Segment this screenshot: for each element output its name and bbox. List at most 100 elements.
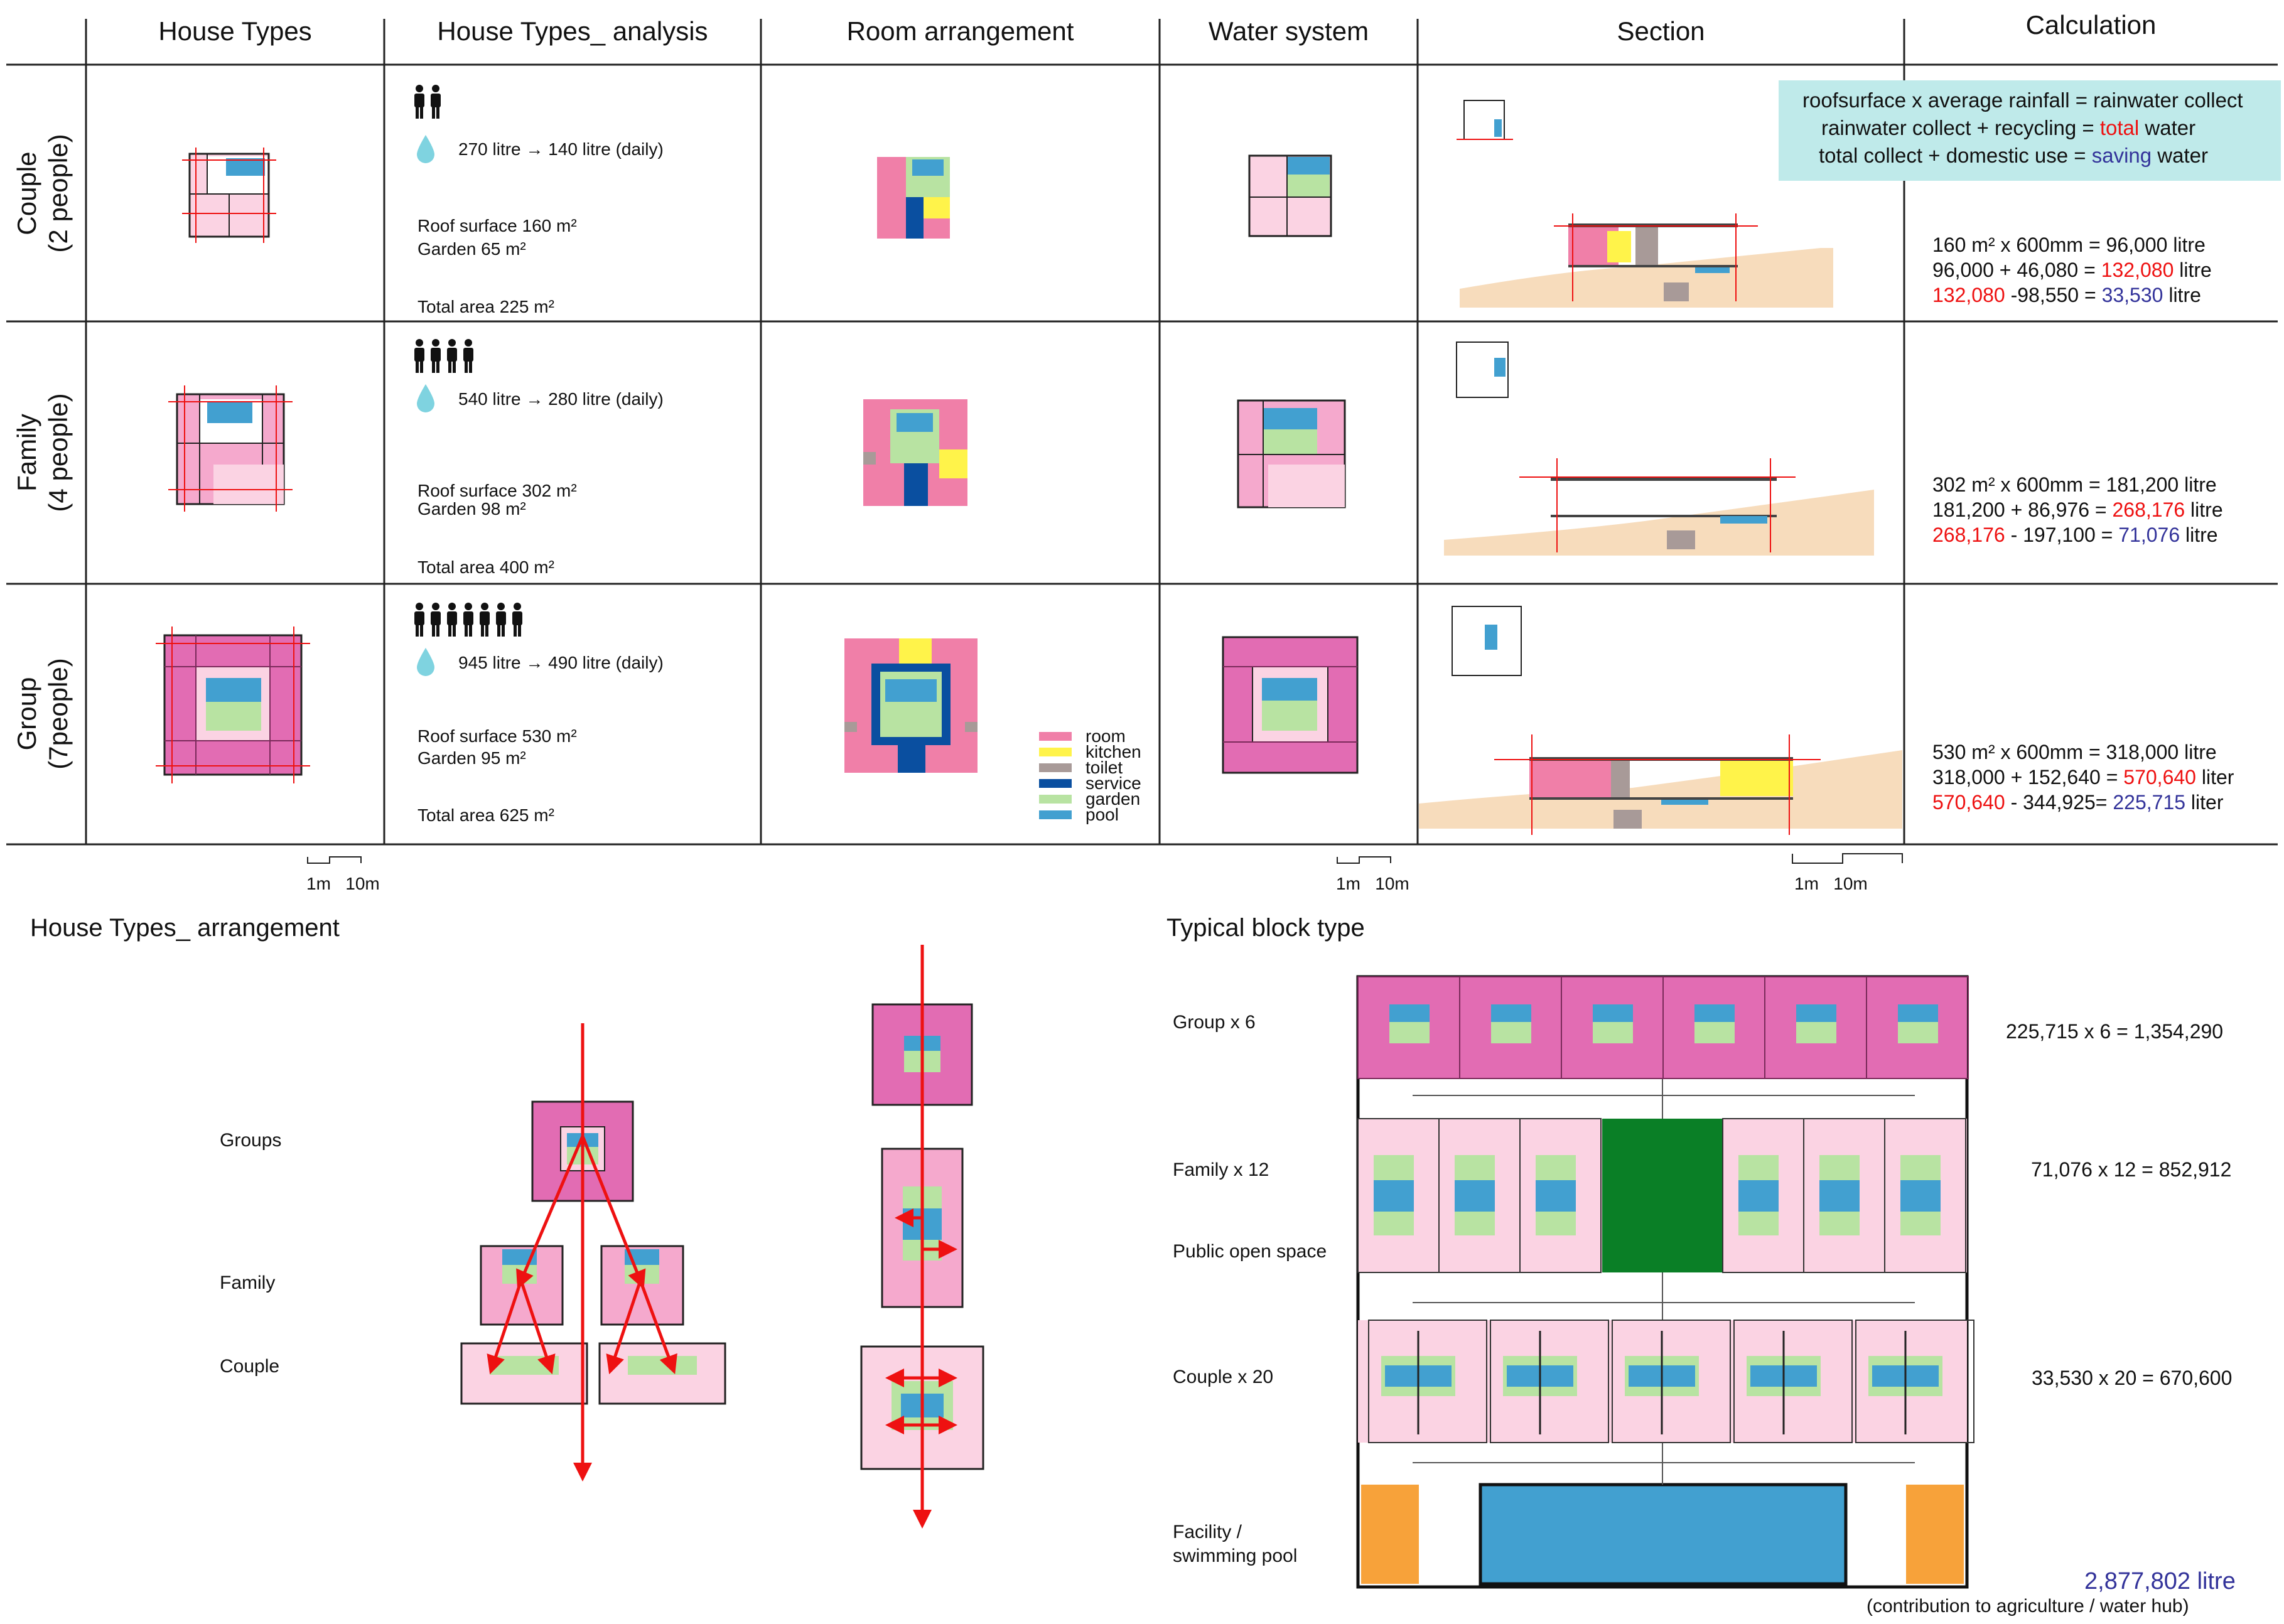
- legend-swatch: [1039, 794, 1072, 804]
- total-area-text: Total area 400 m²: [417, 557, 554, 577]
- legend-item: kitchen: [1039, 741, 1141, 761]
- block-facility-label: Facility / swimming pool: [1173, 1522, 1298, 1566]
- group-unit: [1662, 976, 1765, 1079]
- column-header-water-system: Water system: [1208, 16, 1369, 46]
- person-icon: [447, 339, 457, 373]
- family-unit: [1357, 1118, 1440, 1273]
- calc-line3: 268,176 - 197,100 = 71,076 litre: [1932, 524, 2218, 546]
- couple-unit: [1490, 1320, 1609, 1443]
- block-couple-label: Couple x 20: [1173, 1367, 1274, 1387]
- group-unit: [1357, 976, 1460, 1079]
- couple-unit: [1733, 1320, 1853, 1443]
- garden-area-text: Garden 65 m²: [417, 239, 526, 259]
- calc-line3: 570,640 - 344,925= 225,715 liter: [1932, 791, 2224, 814]
- family-house-plan: [168, 385, 293, 512]
- block-group-label: Group x 6: [1173, 1012, 1256, 1033]
- calc-line2: 318,000 + 152,640 = 570,640 liter: [1932, 766, 2234, 788]
- person-icon: [431, 339, 441, 373]
- person-icon: [496, 603, 506, 637]
- calc-line1: 302 m² x 600mm = 181,200 litre: [1932, 473, 2217, 496]
- daily-water-text: 540 litre → 280 litre (daily): [458, 389, 664, 409]
- block-family-label: Family x 12: [1173, 1159, 1269, 1180]
- couple-unit: [1368, 1320, 1487, 1443]
- legend-label: room: [1085, 726, 1126, 746]
- block-family-value: 71,076 x 12 = 852,912: [2031, 1158, 2232, 1181]
- person-icon: [414, 85, 424, 119]
- calc-group: 530 m² x 600mm = 318,000 litre 318,000 +…: [1932, 739, 2234, 815]
- roof-surface-text: Roof surface 302 m²: [417, 481, 577, 500]
- calc-line3: 132,080 -98,550 = 33,530 litre: [1932, 284, 2201, 306]
- calc-line2: 96,000 + 46,080 = 132,080 litre: [1932, 259, 2212, 281]
- couple-unit: [1612, 1320, 1731, 1443]
- roof-surface-text: Roof surface 160 m²: [417, 216, 577, 235]
- family-unit: [1884, 1118, 1966, 1273]
- daily-water-text: 945 litre → 490 litre (daily): [458, 653, 664, 672]
- person-icon: [431, 85, 441, 119]
- couple-unit: [1855, 1320, 1974, 1443]
- formula-line2: rainwater collect + recycling = total wa…: [1821, 116, 2196, 139]
- block-total-value: 2,877,802 litre: [2084, 1568, 2236, 1594]
- family-room-arrangement: [863, 399, 967, 506]
- formula-line1: roofsurface x average rainfall = rainwat…: [1802, 89, 2243, 112]
- legend-swatch: [1039, 731, 1072, 741]
- arrangement-family-label: Family: [220, 1272, 276, 1293]
- public-open-space: [1602, 1119, 1723, 1272]
- calc-line2: 181,200 + 86,976 = 268,176 litre: [1932, 498, 2223, 521]
- legend-swatch: [1039, 747, 1072, 756]
- group-house-plan: [156, 626, 310, 783]
- column-header-calculation: Calculation: [2025, 10, 2157, 40]
- legend-label: kitchen: [1085, 741, 1141, 761]
- legend-item: toilet: [1039, 758, 1141, 777]
- scale-label: 1m 10m: [1336, 874, 1409, 893]
- couple-section: [1457, 100, 1833, 308]
- legend-swatch: [1039, 810, 1072, 819]
- legend-item: room: [1039, 726, 1141, 746]
- water-drop-icon: [417, 135, 434, 163]
- group-section: [1419, 606, 1902, 835]
- roof-surface-text: Roof surface 530 m²: [417, 726, 577, 746]
- legend-label: garden: [1085, 788, 1141, 809]
- scale-label: 1m 10m: [1794, 874, 1868, 893]
- formula-box: roofsurface x average rainfall = rainwat…: [1779, 80, 2281, 181]
- person-icon: [447, 603, 457, 637]
- scale-label: 1m 10m: [306, 874, 380, 893]
- calc-line1: 530 m² x 600mm = 318,000 litre: [1932, 741, 2217, 763]
- block-open-space-label: Public open space: [1173, 1241, 1327, 1262]
- column-header-room-arrangement: Room arrangement: [846, 16, 1074, 46]
- legend-swatch: [1039, 763, 1072, 772]
- family-section: [1444, 341, 1874, 556]
- person-icon: [414, 603, 424, 637]
- formula-line3: total collect + domestic use = saving wa…: [1819, 144, 2208, 167]
- person-icon: [431, 603, 441, 637]
- calc-family: 302 m² x 600mm = 181,200 litre 181,200 +…: [1932, 472, 2223, 547]
- person-icon: [414, 339, 424, 373]
- garden-area-text: Garden 98 m²: [417, 499, 526, 519]
- block-group-value: 225,715 x 6 = 1,354,290: [2006, 1020, 2224, 1043]
- water-drop-icon: [417, 648, 434, 676]
- couple-room-arrangement: [877, 157, 950, 239]
- water-drop-icon: [417, 384, 434, 412]
- legend-item: service: [1039, 773, 1141, 793]
- block-title: Typical block type: [1166, 914, 1365, 942]
- family-unit: [1722, 1118, 1804, 1273]
- legend-item: pool: [1039, 805, 1141, 824]
- person-icon: [463, 339, 473, 373]
- legend-swatch: [1039, 778, 1072, 788]
- calc-line1: 160 m² x 600mm = 96,000 litre: [1932, 234, 2206, 256]
- family-unit: [1438, 1118, 1521, 1273]
- couple-house-plan: [182, 148, 276, 243]
- total-area-text: Total area 225 m²: [417, 297, 554, 316]
- column-header-section: Section: [1617, 16, 1705, 46]
- arrangement-groups-label: Groups: [220, 1130, 282, 1151]
- group-water-system: [1222, 636, 1359, 774]
- total-area-text: Total area 625 m²: [417, 805, 554, 825]
- legend-label: service: [1085, 773, 1141, 793]
- legend-item: garden: [1039, 788, 1141, 809]
